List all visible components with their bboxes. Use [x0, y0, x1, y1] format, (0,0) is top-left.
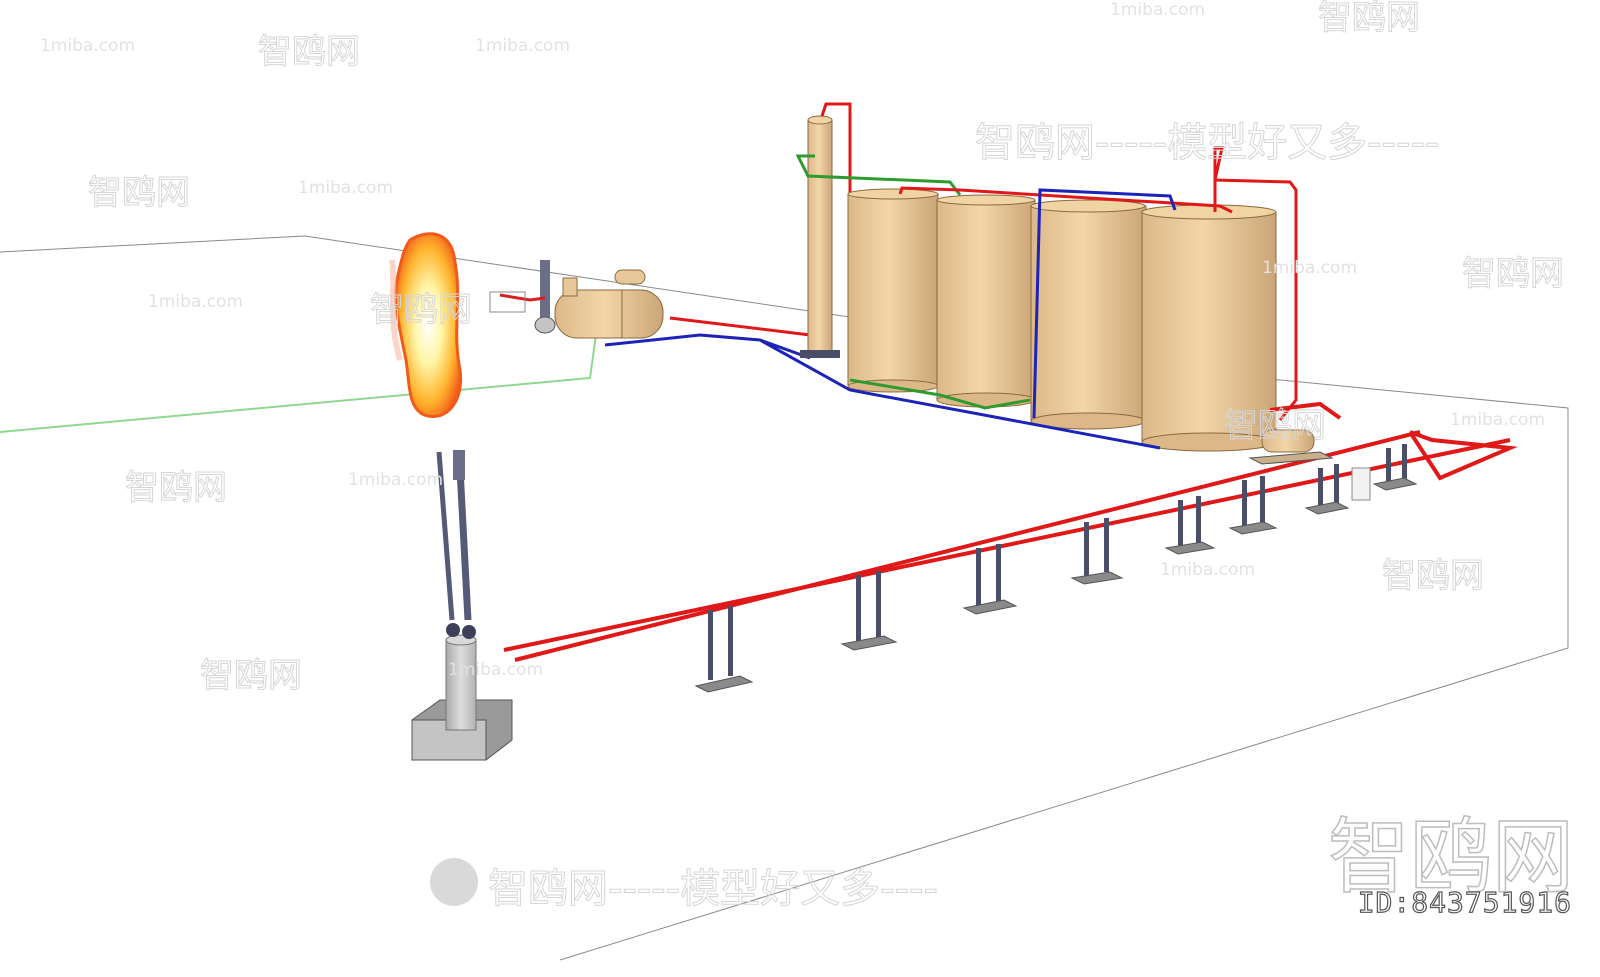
- pipe-red-header: [669, 316, 811, 337]
- pipe-blue-bottom: [759, 338, 1161, 450]
- rack-support: [1228, 476, 1278, 535]
- pipe-rack: [503, 401, 1518, 662]
- storage-tank-3: [1030, 199, 1147, 430]
- pipe-blue-header: [604, 333, 811, 360]
- rack-support: [1070, 518, 1124, 585]
- white-tank: [1351, 467, 1371, 501]
- rack-support: [962, 544, 1018, 615]
- rack-support: [1304, 464, 1350, 515]
- pipe-blue-riser: [1032, 188, 1177, 419]
- model-id-label: ID:843751916: [1357, 885, 1572, 919]
- storage-tanks: [847, 188, 1277, 452]
- ground-outline: [0, 235, 1569, 961]
- pipe-green-bottom: [849, 378, 1031, 410]
- pipe-red-riser: [1213, 146, 1298, 421]
- rack-support: [1372, 444, 1418, 491]
- storage-tank-1: [847, 188, 939, 393]
- storage-tank-2: [936, 194, 1036, 408]
- flare-stack: [411, 449, 513, 761]
- pipe-rack-supports: [694, 429, 1418, 693]
- pipe-red-top: [898, 186, 1233, 214]
- flare-flame: [389, 232, 463, 418]
- horizontal-separator: [489, 260, 664, 339]
- rack-support: [840, 571, 898, 651]
- rack-support: [694, 606, 754, 693]
- watermark-logo-icon: [430, 858, 478, 906]
- storage-tank-4: [1141, 204, 1277, 452]
- vertical-column: [795, 102, 962, 358]
- rack-support: [1164, 496, 1216, 555]
- pipe-light-green: [0, 319, 599, 433]
- small-vessel: [1248, 429, 1334, 465]
